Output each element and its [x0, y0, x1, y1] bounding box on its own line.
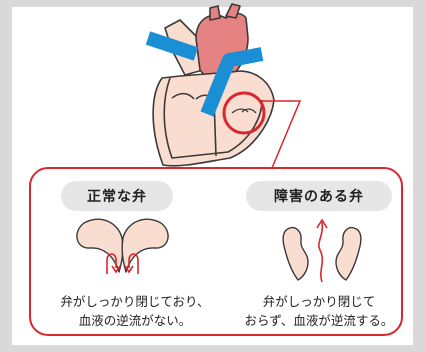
damaged-valve-caption-line1: 弁がしっかり閉じて	[228, 292, 410, 311]
normal-valve-caption-line1: 弁がしっかり閉じており、	[44, 292, 226, 311]
damaged-valve-caption-line2: おらず、血液が逆流する。	[228, 311, 410, 330]
aorta-branch-left	[210, 6, 220, 20]
vessel-branch	[236, 54, 262, 59]
normal-valve-caption-line2: 血液の逆流がない。	[44, 311, 226, 330]
normal-valve-title: 正常な弁	[61, 181, 173, 211]
damaged-valve-caption: 弁がしっかり閉じて おらず、血液が逆流する。	[228, 292, 410, 330]
damaged-valve-title: 障害のある弁	[246, 181, 392, 211]
normal-valve-caption: 弁がしっかり閉じており、 血液の逆流がない。	[44, 292, 226, 330]
